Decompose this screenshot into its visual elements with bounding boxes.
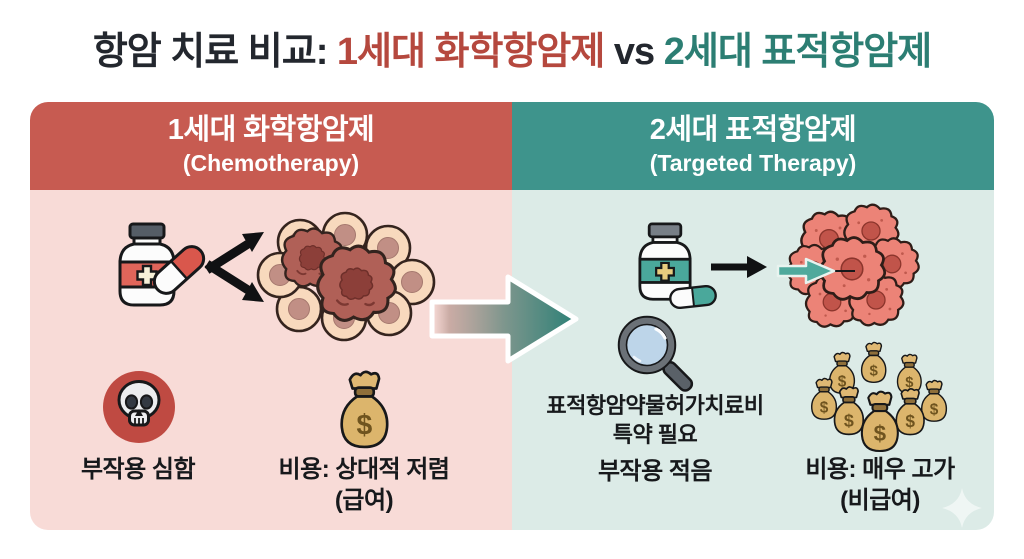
targeted-block-arrow-icon [776, 257, 855, 285]
targeted-panel-title-en: (Targeted Therapy) [649, 150, 857, 176]
mixed-cell-cluster-icon [256, 211, 436, 342]
skull-icon [103, 371, 175, 443]
targeted-side-effects-label: 부작용 적음 [597, 458, 713, 485]
chemo-panel-body [30, 190, 512, 530]
targeted-cost-label: 비용: 매우 고가 [805, 456, 955, 483]
chemo-panel-title-ko: 1세대 화학항암제 [167, 114, 375, 146]
chemo-capsule-icon [152, 245, 206, 295]
spread-arrows-icon [204, 232, 264, 302]
chemo-panel-title-en: (Chemotherapy) [182, 150, 360, 176]
targeted-panel-title-ko: 2세대 표적항암제 [649, 114, 857, 146]
straight-arrow-icon [711, 256, 767, 278]
chemo-panel-header: 1세대 화학항암제 (Chemotherapy) [30, 102, 512, 190]
title-vs: vs [613, 31, 655, 73]
magnifier-icon [617, 315, 694, 392]
title-prefix: 항암 치료 비교: [92, 31, 329, 73]
transition-arrow-icon [429, 274, 579, 364]
targeted-panel: 2세대 표적항암제 (Targeted Therapy) [512, 102, 994, 530]
rider-label-line2: 특약 필요 [612, 422, 698, 447]
page-title: 항암 치료 비교: 1세대 화학항암제 vs 2세대 표적항암제 [0, 20, 1024, 75]
money-bag-pile-icon [810, 341, 948, 453]
targeted-panel-header: 2세대 표적항암제 (Targeted Therapy) [512, 102, 994, 190]
title-targeted-term: 2세대 표적항암제 [663, 31, 932, 73]
title-chemo-term: 1세대 화학항암제 [336, 31, 605, 73]
targeted-capsule-icon [669, 284, 717, 310]
sparkle-icon [942, 488, 982, 528]
chemo-cost-note-label: (급여) [334, 487, 394, 514]
chemo-panel: 1세대 화학항암제 (Chemotherapy) [30, 102, 512, 530]
targeted-cost-note-label: (비급여) [840, 487, 920, 514]
chemo-side-effects-label: 부작용 심함 [80, 456, 196, 483]
money-bag-icon [340, 370, 389, 449]
rider-label-line1: 표적항암약물허가치료비 [546, 393, 764, 418]
chemo-cost-label: 비용: 상대적 저렴 [278, 456, 450, 483]
